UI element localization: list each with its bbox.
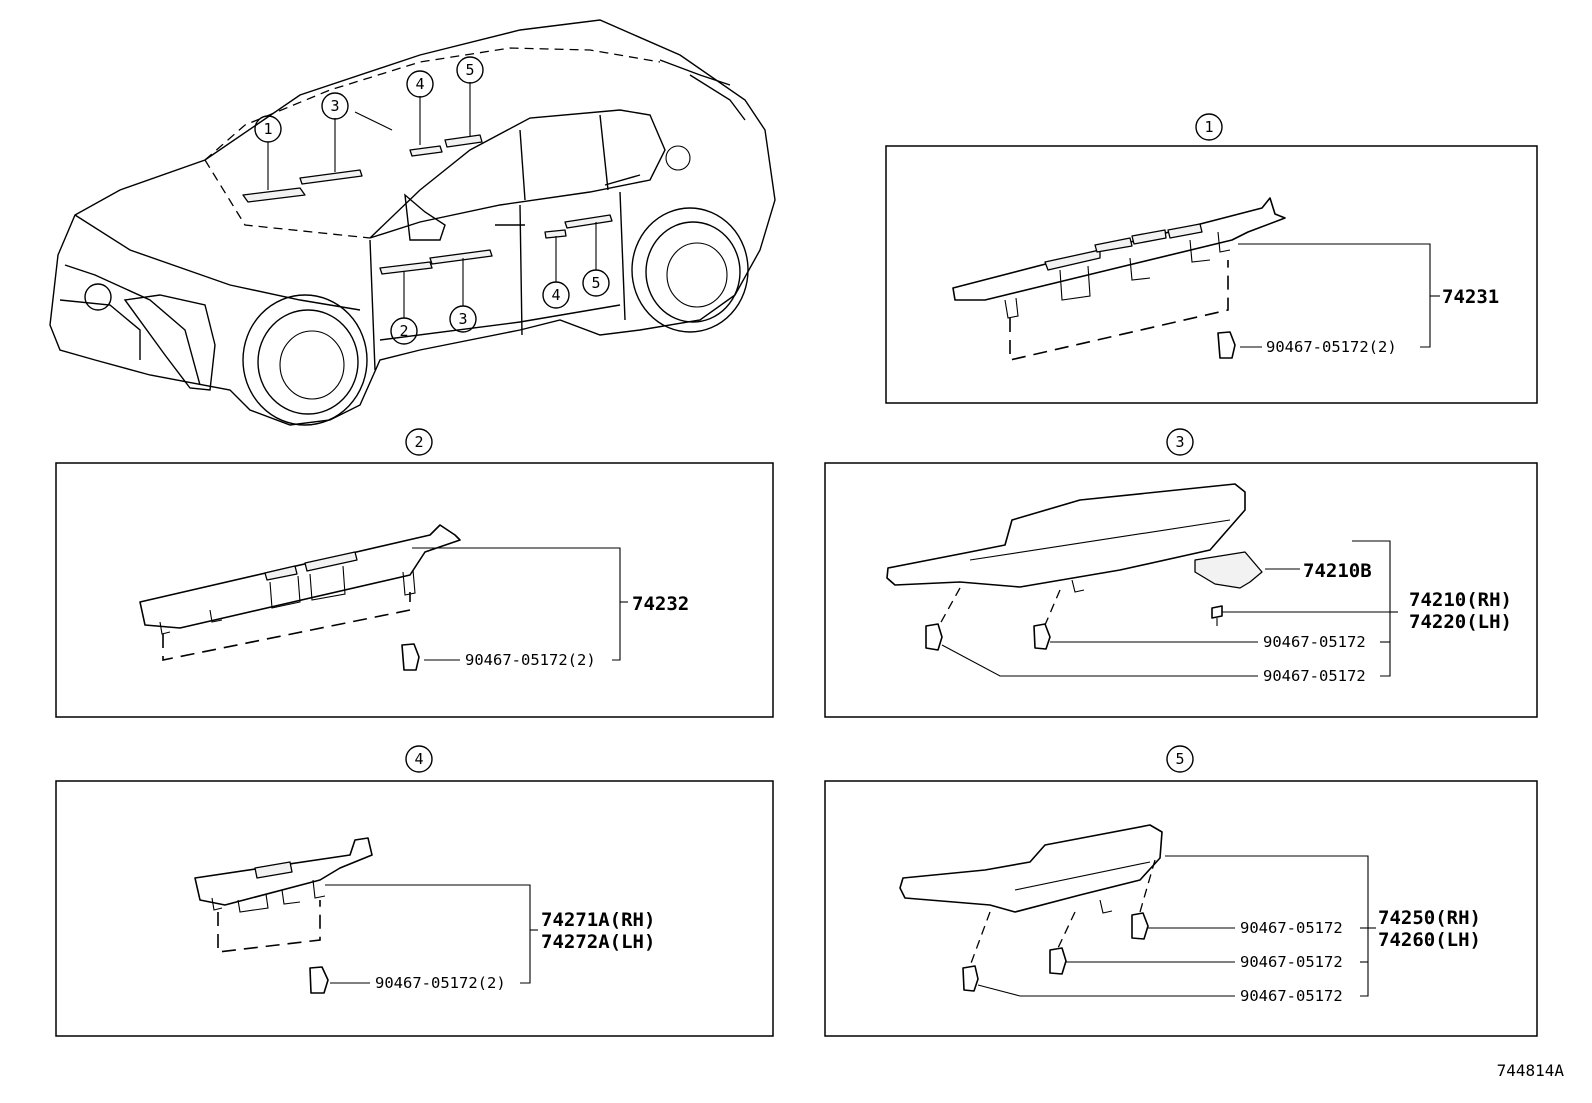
callout-5-label: 5 [465,61,474,79]
panel-4-callout: 4 [414,750,423,768]
panel-3-callout: 3 [1175,433,1184,451]
part-74231: 74231 [1442,286,1499,308]
clip-p5-2: 90467-05172 [1240,953,1343,971]
clip-p5-1: 90467-05172 [1240,919,1343,937]
clip-p3-1: 90467-05172 [1263,633,1366,651]
part-74220-lh: 74220(LH) [1409,611,1512,633]
callout-4b-label: 4 [551,286,560,304]
callout-1-label: 1 [263,120,272,138]
panel-1-callout: 1 [1204,118,1213,136]
clip-p2: 90467-05172(2) [465,651,596,669]
part-74271A-rh: 74271A(RH) [541,909,655,931]
callout-4-label: 4 [415,75,424,93]
panel-4: 4 74271A(RH) 74272A(LH) 90467-05172(2) [55,745,774,1037]
part-74250-rh: 74250(RH) [1378,907,1481,929]
clip-p4: 90467-05172(2) [375,974,506,992]
callout-5b-label: 5 [591,274,600,292]
vehicle-callouts: 1 3 4 5 2 3 4 5 [254,56,610,345]
panel-2: 2 74232 90467-05172(2) [55,428,774,718]
panel-5: 5 74250(RH) 74260(LH) 90467-05172 90467-… [824,745,1538,1037]
callout-3-label: 3 [330,97,339,115]
callout-3b-label: 3 [458,310,467,328]
clip-p3-2: 90467-05172 [1263,667,1366,685]
panel-3: 3 74210B 74210(RH) 74220(LH) 90467-05172… [824,428,1538,718]
part-74272A-lh: 74272A(LH) [541,931,655,953]
part-74260-lh: 74260(LH) [1378,929,1481,951]
panel-1: 1 74231 90467-05172(2) [885,113,1538,404]
panel-2-callout: 2 [414,433,423,451]
clip-p5-3: 90467-05172 [1240,987,1343,1005]
part-74210-rh: 74210(RH) [1409,589,1512,611]
panel-5-callout: 5 [1175,750,1184,768]
clip-p1: 90467-05172(2) [1266,338,1397,356]
diagram-id: 744814A [1497,1061,1565,1080]
part-74232: 74232 [632,593,689,615]
vehicle-overview [49,19,776,426]
callout-2-label: 2 [399,322,408,340]
part-74210B: 74210B [1303,560,1372,582]
